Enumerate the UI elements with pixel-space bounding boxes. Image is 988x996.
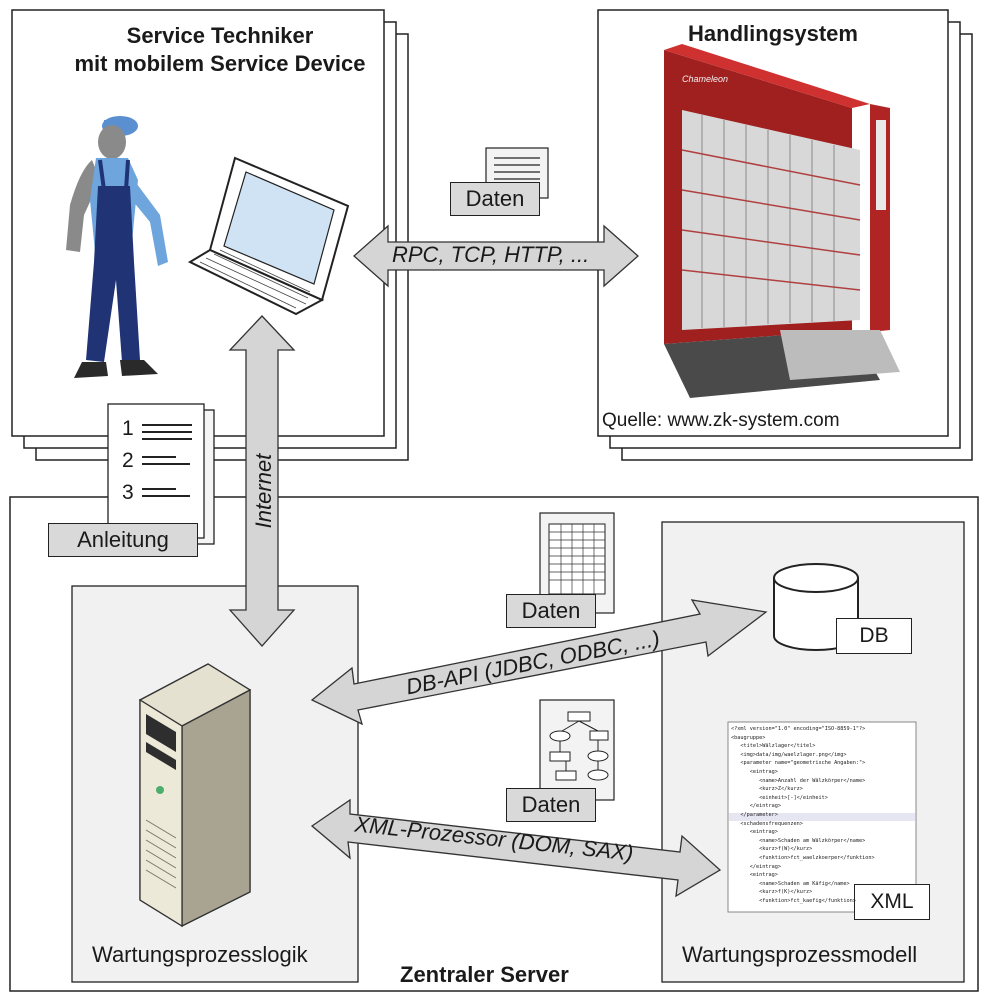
xml-code-line: <kurz>f(W)</kurz> bbox=[731, 846, 813, 853]
xml-code-line: </eintrag> bbox=[731, 863, 781, 870]
xml-code-line: <titel>Wälzlager</titel> bbox=[731, 743, 816, 750]
xml-code-line: <kurz>Z</kurz> bbox=[731, 786, 803, 793]
xml-code-line: <?xml version="1.0" encoding="ISO-8859-1… bbox=[731, 726, 866, 732]
instructions-label: Anleitung bbox=[48, 523, 198, 557]
xml-code-line: <einheit>[-]</einheit> bbox=[731, 794, 828, 801]
xml-code-line: <eintrag> bbox=[731, 872, 778, 879]
data-diagram-document bbox=[539, 699, 615, 801]
xml-code-line: <name>Schaden am Wälzkörper</name> bbox=[731, 837, 866, 844]
xml-code-line: <img>data/img/waelzlager.png</img> bbox=[731, 751, 847, 758]
instruction-number-1: 1 bbox=[122, 417, 134, 440]
machine-brand: Chameleon bbox=[682, 74, 728, 84]
xml-label: XML bbox=[854, 884, 930, 920]
server-icon bbox=[138, 663, 252, 928]
rpc-arrow bbox=[353, 224, 639, 288]
xml-code-line: <baugruppe> bbox=[731, 734, 766, 741]
model-label: Wartungsprozessmodell bbox=[682, 942, 918, 967]
xml-code-line: <eintrag> bbox=[731, 768, 778, 775]
xml-code-line: <funktion>fct_kaefig</funktion> bbox=[731, 897, 856, 904]
xml-code-line: <schadensfrequenzen> bbox=[731, 820, 803, 827]
handling-title: Handlingsystem bbox=[688, 21, 858, 46]
db-api-arrow bbox=[310, 599, 768, 726]
technician-title-line1: Service Techniker bbox=[126, 23, 314, 48]
worker-figure bbox=[66, 116, 168, 378]
technician-title: Service Techniker mit mobilem Service De… bbox=[40, 22, 400, 78]
data-label-diagram: Daten bbox=[506, 788, 596, 822]
data-label-top: Daten bbox=[450, 182, 540, 216]
xml-code-line: <name>Schaden am Käfig</name> bbox=[731, 880, 850, 887]
instructions-document bbox=[107, 403, 215, 545]
db-label: DB bbox=[836, 618, 912, 654]
technician-title-line2: mit mobilem Service Device bbox=[74, 51, 366, 76]
handling-machine-image: Chameleon bbox=[664, 44, 900, 398]
device-link-label: RPC, TCP, HTTP, ... bbox=[392, 242, 590, 267]
xml-code-line: <funktion>fct_waelzkoerper</funktion> bbox=[731, 854, 875, 861]
xml-code-line: </parameter> bbox=[731, 811, 778, 818]
xml-code-listing: <?xml version="1.0" encoding="ISO-8859-1… bbox=[731, 725, 911, 905]
instruction-number-3: 3 bbox=[122, 481, 134, 504]
data-label-table: Daten bbox=[506, 594, 596, 628]
xml-arrow bbox=[310, 798, 722, 898]
logic-label: Wartungsprozesslogik bbox=[92, 942, 308, 967]
xml-highlight bbox=[729, 813, 915, 821]
xml-code-line: <parameter name="geometrische Angaben:"> bbox=[731, 760, 866, 767]
image-source: Quelle: www.zk-system.com bbox=[602, 410, 840, 431]
xml-code-line: </eintrag> bbox=[731, 803, 781, 810]
xml-code-line: <kurz>f(K)</kurz> bbox=[731, 889, 813, 896]
xml-code-line: <name>Anzahl der Wälzkörper</name> bbox=[731, 777, 866, 784]
instruction-number-2: 2 bbox=[122, 449, 134, 472]
server-title: Zentraler Server bbox=[400, 962, 569, 987]
internet-arrow bbox=[228, 315, 296, 647]
xml-code-line: <eintrag> bbox=[731, 829, 778, 836]
laptop-icon bbox=[187, 156, 350, 316]
internet-label: Internet bbox=[251, 453, 276, 529]
